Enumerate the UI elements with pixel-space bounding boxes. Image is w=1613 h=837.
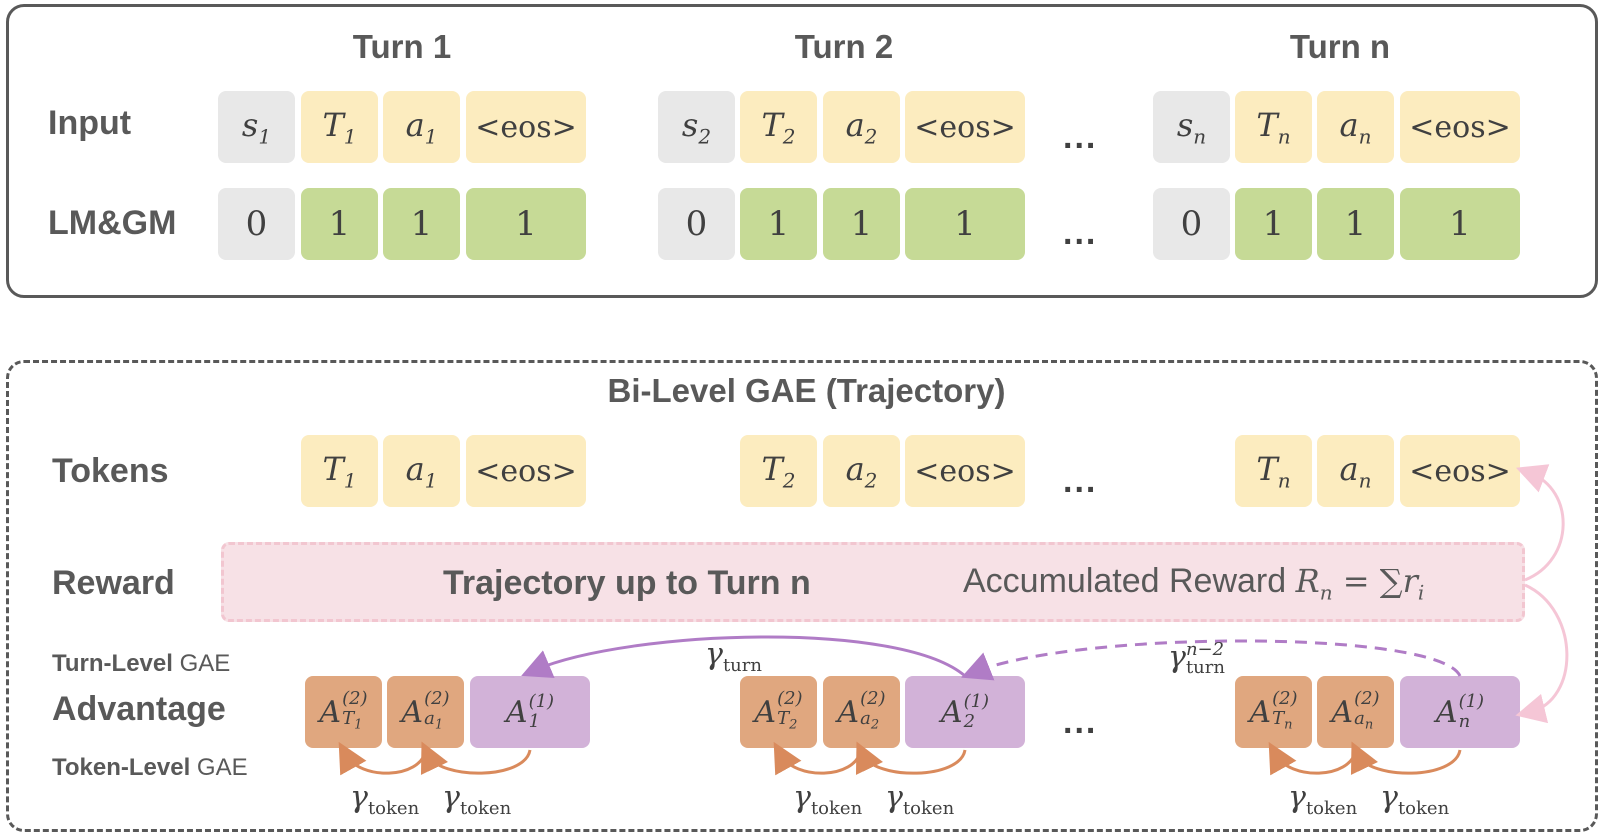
token-level-arrow xyxy=(856,741,967,776)
traj-action-token-1: a1 xyxy=(383,435,460,507)
action-token-2: a2 xyxy=(823,91,900,163)
turn-2-title: Turn 2 xyxy=(794,28,894,65)
reward-to-eos-arrow xyxy=(1515,464,1565,582)
traj-action-token-2: a2 xyxy=(823,435,900,507)
token-level-arrow xyxy=(1268,741,1358,776)
mask-cell: 1 xyxy=(466,188,586,260)
reward-row-label: Reward xyxy=(52,564,175,602)
mask-cell: 1 xyxy=(1400,188,1520,260)
mask-ellipsis: ... xyxy=(1063,214,1098,252)
gamma-turn-label: γturn xyxy=(705,637,762,676)
mask-cell: 1 xyxy=(1317,188,1394,260)
input-row-label: Input xyxy=(48,104,132,142)
turn-advantage-n: A(1)n xyxy=(1400,676,1520,748)
mask-cell: 1 xyxy=(905,188,1025,260)
turn-n-title: Turn n xyxy=(1289,28,1391,65)
reward-trajectory-text: Trajectory up to Turn n xyxy=(443,564,811,602)
state-token-2: s2 xyxy=(658,91,735,163)
action-token-1: a1 xyxy=(383,91,460,163)
state-token-n: sn xyxy=(1153,91,1230,163)
turn-advantage-1: A(1)1 xyxy=(470,676,590,748)
action-token-n: an xyxy=(1317,91,1394,163)
token-advantage-a1: A(2)a1 xyxy=(387,676,464,748)
tokens-row-label: Tokens xyxy=(52,452,169,490)
turn-advantage-2: A(1)2 xyxy=(905,676,1025,748)
advantage-row-label: Advantage xyxy=(52,690,226,728)
traj-thought-token-1: T1 xyxy=(301,435,378,507)
turn-level-gae-label: Turn-Level GAE xyxy=(52,650,231,677)
mask-cell: 1 xyxy=(823,188,900,260)
token-level-arrow xyxy=(773,741,863,776)
token-advantage-T1: A(2)T1 xyxy=(305,676,382,748)
token-advantage-T2: A(2)T2 xyxy=(740,676,817,748)
turn-level-arrow-n-to-2 xyxy=(961,639,1462,681)
token-advantage-Tn: A(2)Tn xyxy=(1235,676,1312,748)
mask-cell: 1 xyxy=(740,188,817,260)
token-level-gae-label: Token-Level GAE xyxy=(52,754,248,781)
mask-cell: 0 xyxy=(658,188,735,260)
token-advantage-an: A(2)an xyxy=(1317,676,1394,748)
accumulated-reward-formula: Accumulated Reward Rn = ∑ri xyxy=(963,562,1425,605)
traj-eos-token-1: <eos> xyxy=(466,435,586,507)
input-ellipsis: ... xyxy=(1063,118,1098,156)
mask-cell: 1 xyxy=(301,188,378,260)
gamma-token-label: γtoken xyxy=(885,780,955,819)
mask-cell: 1 xyxy=(1235,188,1312,260)
traj-eos-token-n: <eos> xyxy=(1400,435,1520,507)
token-level-arrow xyxy=(338,741,428,776)
eos-token-1: <eos> xyxy=(466,91,586,163)
bi-level-gae-panel xyxy=(6,360,1598,832)
token-advantage-a2: A(2)a2 xyxy=(823,676,900,748)
traj-eos-token-2: <eos> xyxy=(905,435,1025,507)
traj-action-token-n: an xyxy=(1317,435,1394,507)
advantage-ellipsis: ... xyxy=(1063,703,1098,741)
gamma-token-label: γtoken xyxy=(1288,780,1358,819)
sequence-panel xyxy=(6,4,1598,298)
turn-level-arrow-2-to-1 xyxy=(521,635,966,679)
tokens-ellipsis: ... xyxy=(1063,462,1098,500)
token-level-arrow xyxy=(421,741,532,776)
gamma-token-label: γtoken xyxy=(350,780,420,819)
token-level-arrow xyxy=(1351,741,1462,776)
gamma-token-label: γtoken xyxy=(442,780,512,819)
mask-cell: 1 xyxy=(383,188,460,260)
thought-token-2: T2 xyxy=(740,91,817,163)
reward-to-advantage-arrow xyxy=(1515,583,1569,724)
thought-token-n: Tn xyxy=(1235,91,1312,163)
mask-row-label: LM&GM xyxy=(48,204,177,242)
reward-bar xyxy=(221,542,1525,622)
mask-cell: 0 xyxy=(1153,188,1230,260)
eos-token-n: <eos> xyxy=(1400,91,1520,163)
gamma-token-label: γtoken xyxy=(793,780,863,819)
mask-cell: 0 xyxy=(218,188,295,260)
state-token-1: s1 xyxy=(218,91,295,163)
gamma-token-label: γtoken xyxy=(1380,780,1450,819)
thought-token-1: T1 xyxy=(301,91,378,163)
traj-thought-token-n: Tn xyxy=(1235,435,1312,507)
traj-thought-token-2: T2 xyxy=(740,435,817,507)
eos-token-2: <eos> xyxy=(905,91,1025,163)
section-title: Bi-Level GAE (Trajectory) xyxy=(607,372,1006,409)
turn-1-title: Turn 1 xyxy=(352,28,452,65)
